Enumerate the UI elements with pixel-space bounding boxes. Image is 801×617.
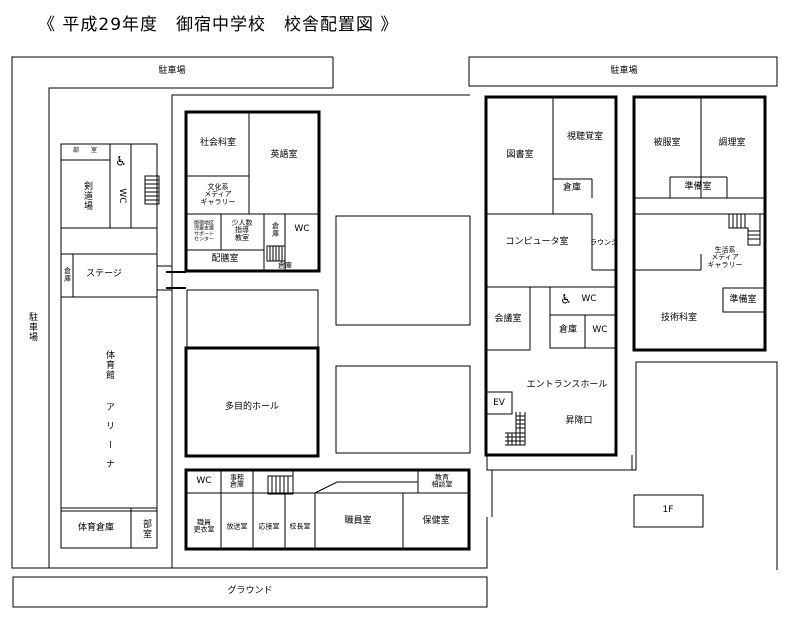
ground-area bbox=[12, 576, 488, 608]
room-storage-west: 倉庫 bbox=[271, 222, 280, 238]
site-border-right bbox=[171, 94, 470, 568]
room-wc-west: WC bbox=[294, 224, 310, 235]
stairs-icon bbox=[505, 412, 526, 446]
stairs-icon bbox=[267, 475, 294, 495]
room-clothing: 被服室 bbox=[653, 138, 681, 149]
room-social-studies: 社会科室 bbox=[199, 138, 237, 149]
wheelchair-icon: ♿ bbox=[115, 154, 127, 170]
room-wc-center: WC bbox=[592, 325, 608, 336]
parking-lot-top-right bbox=[468, 56, 778, 87]
courtyard bbox=[335, 215, 471, 326]
room-storage-center-2: 倉庫 bbox=[558, 325, 578, 336]
parking-top-right-label: 駐車場 bbox=[610, 66, 638, 77]
floor-legend-box bbox=[633, 494, 704, 528]
room-technology: 技術科室 bbox=[660, 313, 698, 324]
room-elevator: EV bbox=[493, 398, 505, 409]
room-library: 図書室 bbox=[506, 150, 534, 161]
room-computer: コンピュータ室 bbox=[505, 237, 569, 248]
room-storage: 倉庫 bbox=[63, 267, 72, 283]
wheelchair-icon: ♿ bbox=[560, 292, 572, 308]
south-wing-outline bbox=[184, 468, 471, 551]
room-staff-locker: 職員 更衣室 bbox=[193, 518, 215, 534]
room-wc-south: WC bbox=[196, 476, 212, 487]
west-wing-outline bbox=[184, 110, 321, 273]
room-office-storage: 事務 倉庫 bbox=[230, 473, 244, 489]
courtyard bbox=[335, 365, 471, 454]
room-prep: 準備室 bbox=[684, 182, 712, 193]
room-small-group: 少人数 指導 教室 bbox=[231, 218, 253, 242]
room-meeting: 会議室 bbox=[494, 314, 522, 325]
hall-outline bbox=[184, 346, 320, 458]
room-cooking: 調理室 bbox=[718, 138, 746, 149]
room-wc: WC bbox=[116, 188, 127, 204]
room-principal: 校長室 bbox=[289, 522, 311, 531]
room-accessible-wc: WC bbox=[581, 294, 597, 305]
center-wing-outline bbox=[484, 95, 618, 457]
room-prep-2: 準備室 bbox=[729, 295, 757, 306]
stairs-icon bbox=[144, 175, 160, 205]
room-broadcast: 放送室 bbox=[226, 522, 248, 531]
room-club: 部 室 bbox=[72, 146, 98, 154]
room-av: 視聴覚室 bbox=[566, 132, 604, 143]
courtyard bbox=[186, 289, 319, 349]
room-storage-center: 倉庫 bbox=[562, 183, 582, 194]
room-stage: ステージ bbox=[86, 269, 122, 280]
parking-top-left-label: 駐車場 bbox=[158, 66, 186, 77]
parking-strip-top-inner bbox=[48, 87, 333, 568]
room-education-consult: 教育 相談室 bbox=[431, 473, 453, 489]
east-wing-outline bbox=[632, 95, 767, 352]
room-gym-arena: 体育館 bbox=[103, 350, 114, 380]
room-english: 英語室 bbox=[270, 150, 298, 161]
room-culture-gallery: 文化系 メディア ギャラリー bbox=[200, 182, 236, 206]
room-entrance-hall: エントランスホール bbox=[526, 380, 608, 391]
room-gym-arena-sub: アリーナ bbox=[103, 402, 114, 478]
floor-label: 1F bbox=[662, 505, 674, 516]
stairs-icon bbox=[266, 245, 286, 262]
parking-strip-left-outline bbox=[11, 56, 488, 569]
room-support-center: 御宿地区 児童支援 サポート センター bbox=[193, 220, 215, 243]
stairs-icon bbox=[728, 213, 761, 246]
room-kendo-hall: 剣道場 bbox=[81, 181, 92, 211]
page-title: 《 平成29年度 御宿中学校 校舎配置図 》 bbox=[38, 15, 399, 35]
room-entrance: 昇降口 bbox=[565, 416, 593, 427]
room-health: 保健室 bbox=[422, 516, 450, 527]
room-serving: 配膳室 bbox=[211, 254, 239, 265]
ground-label: グラウンド bbox=[227, 586, 273, 597]
parking-left-label: 駐車場 bbox=[26, 312, 37, 342]
room-storage-west-2: 倉庫 bbox=[278, 261, 292, 270]
room-staff: 職員室 bbox=[344, 516, 372, 527]
room-club-2: 部室 bbox=[140, 519, 151, 539]
room-lounge: ラウンジ bbox=[590, 238, 618, 247]
room-life-gallery: 生活系 メディア ギャラリー bbox=[707, 245, 743, 269]
room-multipurpose-hall: 多目的ホール bbox=[224, 402, 280, 413]
room-gym-storage: 体育倉庫 bbox=[77, 523, 115, 534]
room-reception: 応接室 bbox=[258, 522, 280, 531]
